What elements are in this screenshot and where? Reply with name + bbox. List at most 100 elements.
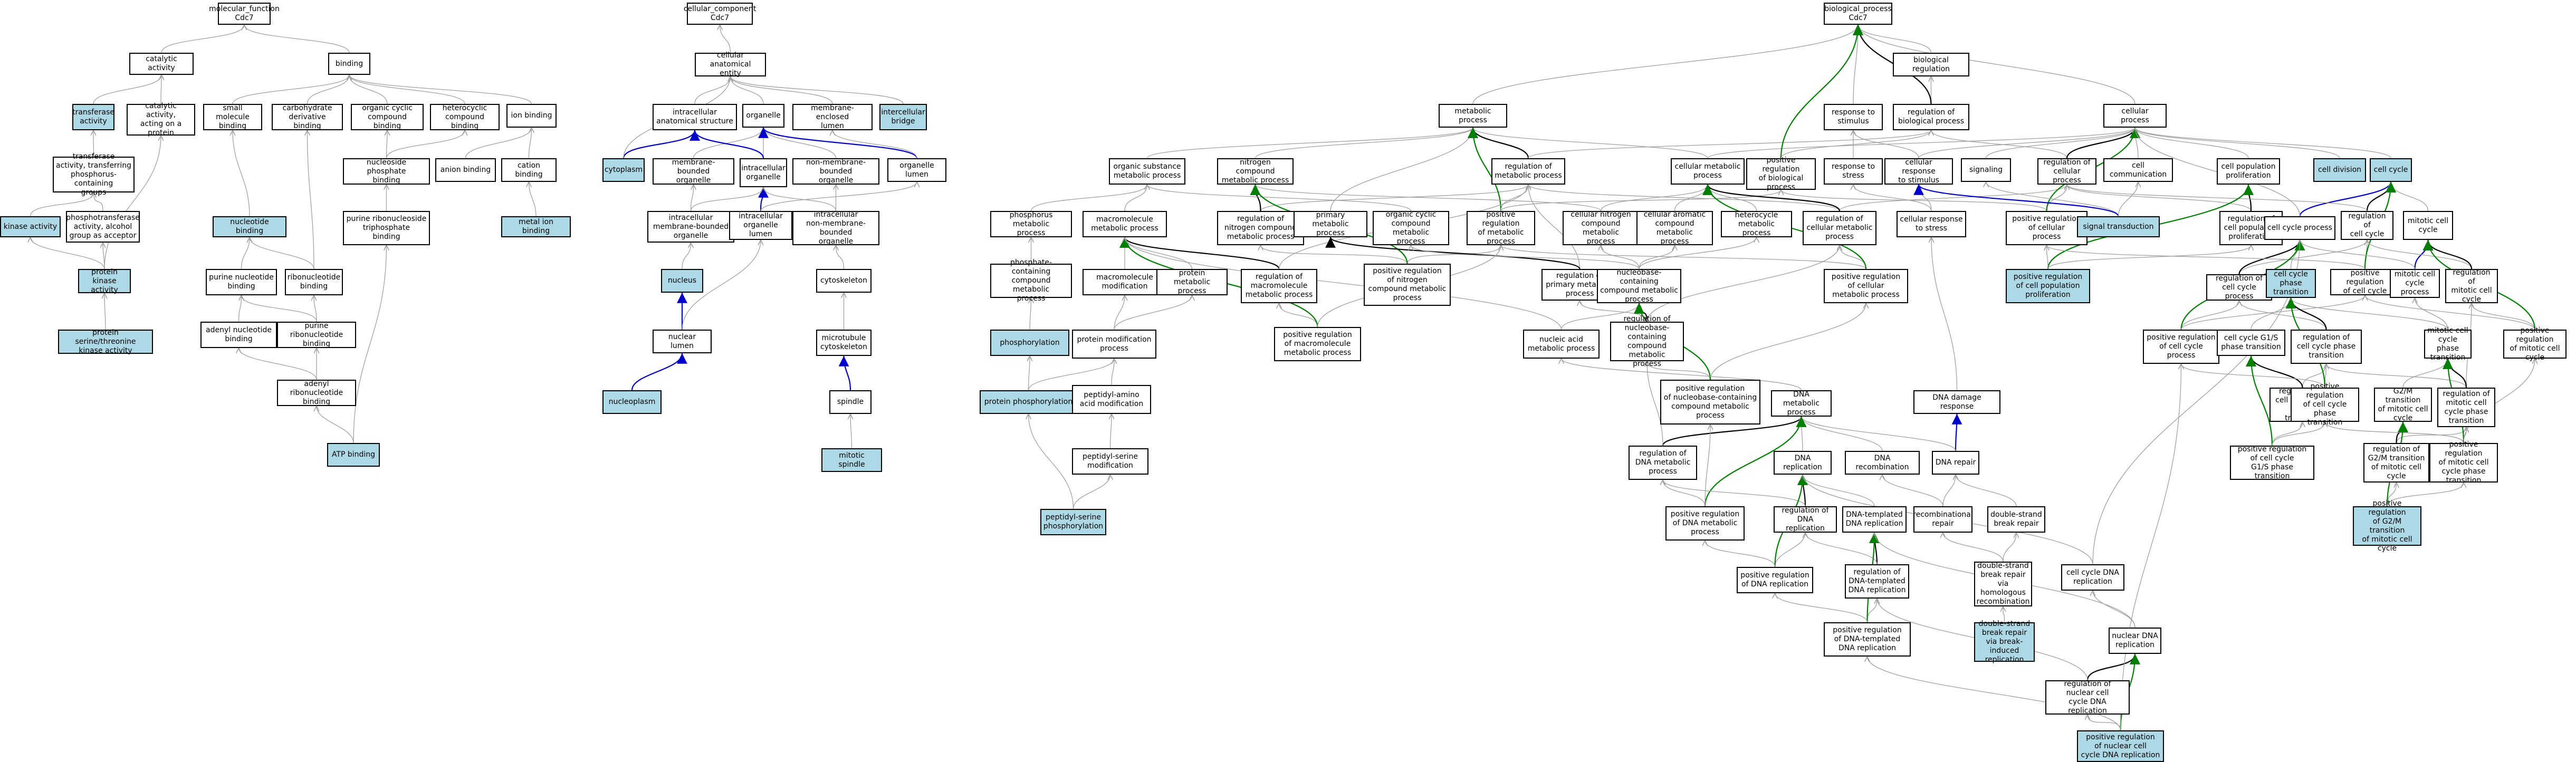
go-term-node-het: heterocyclic compound binding <box>430 104 500 130</box>
edge-crstim-to-rstim <box>1853 130 1919 159</box>
edge-prcpp-to-prcp <box>2047 245 2048 269</box>
edge-rcmp-to-cmp <box>1702 184 1841 211</box>
go-term-node-imbo: intracellular membrane-bounded organelle <box>647 211 734 243</box>
edge-prdnarep-to-prdnamp <box>1705 540 1776 567</box>
go-term-node-signaling: signaling <box>1961 158 2011 182</box>
edge-spindle-to-mtc <box>838 355 851 391</box>
go-term-node-prccpt: positive regulation of cell cycle phase … <box>2291 382 2359 427</box>
edge-signaling-to-cellproc <box>1985 127 2136 159</box>
go-term-node-bp: biological_process Cdc7 <box>1824 3 1892 25</box>
edge-iol-to-ol <box>760 181 917 211</box>
go-term-node-nspb: nucleoside phosphate binding <box>343 158 430 185</box>
go-term-node-cncmp: cellular nitrogen compound metabolic pro… <box>1563 210 1639 246</box>
edge-prbp-to-regbp <box>1780 130 1931 159</box>
edge-nucleoplasm-to-nuclum <box>631 353 687 391</box>
edge-prg2m-to-prmccpt <box>2387 482 2464 507</box>
edge-cellproc-to-bp <box>1858 25 2136 104</box>
go-term-node-dsbrbir: double-strand break repair via break-ind… <box>1974 620 2035 664</box>
go-term-node-metproc: metabolic process <box>1439 104 1507 128</box>
go-term-node-prcc: positive regulation of cell cycle <box>2330 269 2400 295</box>
go-term-node-prncmp: positive regulation of nitrogen compound… <box>1364 264 1451 306</box>
go-term-node-prmp: positive regulation of metabolic process <box>1467 210 1535 246</box>
go-term-node-ccproc: cell cycle process <box>2264 216 2335 240</box>
edge-prmp-to-regmp <box>1500 184 1528 211</box>
edge-rmcc-to-mcc <box>2422 239 2473 269</box>
go-term-node-regmp: regulation of metabolic process <box>1491 158 1565 185</box>
go-term-node-metal: metal ion binding <box>501 216 571 237</box>
go-term-node-prmcc: positive regulation of mitotic cell cycl… <box>2503 326 2567 362</box>
edge-mccpt-to-ccpt <box>2291 297 2448 330</box>
go-term-node-iol: intracellular organelle lumen <box>729 211 792 240</box>
edge-g2m-to-mccpt <box>2402 358 2448 388</box>
go-term-node-prdtdr: positive regulation of DNA-templated DNA… <box>1824 622 1911 657</box>
go-term-node-icb: intercellular bridge <box>879 104 927 130</box>
edge-nucleus-to-imbo <box>682 243 691 269</box>
edge-rmccpt-to-rccpt <box>2326 363 2467 388</box>
go-term-node-organelle: organelle <box>742 104 784 128</box>
go-term-node-cat: catalytic activity <box>129 53 194 75</box>
go-term-node-protmp: protein metabolic process <box>1156 269 1228 295</box>
edge-dnarepair-to-dnamp <box>1802 416 1956 451</box>
edge-ccycle-to-cellproc <box>2135 127 2391 159</box>
edge-rmacmp-to-macmp <box>1119 237 1280 269</box>
edge-ncmp-to-metproc <box>1255 127 1473 159</box>
edge-pka-to-kinase <box>31 237 105 269</box>
edge-cpop-to-cellproc <box>2135 127 2249 159</box>
edge-rnbcmp-to-rprimmp <box>1580 300 1648 322</box>
edge-ribob-to-nucb <box>250 237 314 269</box>
edge-protphos-to-pmp <box>1028 358 1115 391</box>
edge-crstress-to-rstress <box>1853 184 1932 211</box>
go-term-node-dnadr: DNA damage response <box>1913 390 2000 414</box>
edge-prdnamp-to-prnbcmp <box>1704 425 1710 507</box>
go-term-node-cyto: cytoplasm <box>602 158 645 182</box>
go-term-node-osmp: organic substance metabolic process <box>1109 158 1185 185</box>
edge-rdtdr-to-rdnarep <box>1805 532 1878 565</box>
edge-mbo-to-organelle <box>693 127 764 159</box>
edge-rcpp-to-regcp <box>2067 184 2252 211</box>
edge-pmp-to-macmod <box>1114 295 1125 330</box>
edge-ionb-to-binding <box>349 74 532 104</box>
edge-rcpp-to-cpop <box>2243 184 2254 211</box>
edge-nspb-to-occ <box>387 130 388 159</box>
edge-prdnarep-to-rdnarep <box>1774 532 1806 567</box>
edge-cationb-to-ionb <box>528 128 532 159</box>
go-term-node-regbp: regulation of biological process <box>1893 104 1969 130</box>
go-term-node-purnb: purine nucleotide binding <box>206 269 277 295</box>
go-term-node-rg2m: regulation of G2/M transition of mitotic… <box>2363 443 2429 483</box>
edge-purnb-to-nucb <box>241 237 250 269</box>
go-term-node-adenb: adenyl nucleotide binding <box>200 322 277 348</box>
go-term-node-nucleus: nucleus <box>661 269 703 293</box>
edge-rprimmp-to-regmp <box>1528 185 1581 269</box>
edge-rmcc-to-regcc <box>2367 239 2472 269</box>
edge-prcmp-to-prmp <box>1501 245 1866 269</box>
go-term-node-trans: transferase activity <box>72 104 114 130</box>
edge-phosmp-to-osmp <box>1030 184 1147 211</box>
go-term-node-prmccpt: positive regulation of mitotic cell cycl… <box>2429 440 2498 485</box>
go-term-node-adribb: adenyl ribonucleotide binding <box>277 380 356 406</box>
edge-cat-to-mf <box>161 24 244 53</box>
go-term-node-ias: intracellular anatomical structure <box>653 104 737 130</box>
go-term-node-rmcc: regulation of mitotic cell cycle <box>2445 268 2498 304</box>
edge-dnarepair-to-dnadr <box>1951 413 1962 451</box>
go-term-node-ndnarep: nuclear DNA replication <box>2109 628 2161 654</box>
go-term-node-prncdr: positive regulation of nuclear cell cycl… <box>2077 730 2164 762</box>
edge-metal-to-cationb <box>529 182 537 217</box>
go-term-node-cae: cellular anatomical entity <box>695 51 766 78</box>
go-term-node-phosph: phosphorylation <box>990 330 1069 356</box>
edge-dsbrhr-to-dsbr <box>2003 533 2016 562</box>
go-term-node-bioreg: biological regulation <box>1893 53 1969 76</box>
edge-prncdr-to-prdtdr <box>1868 657 2121 731</box>
go-term-node-ionb: ion binding <box>506 104 557 128</box>
go-term-node-mccp: mitotic cell cycle process <box>2390 269 2440 298</box>
edge-cae-to-cc <box>720 25 731 53</box>
go-term-node-dnarec: DNA recombination <box>1845 451 1920 475</box>
edge-dsbr-to-dnarepair <box>1956 474 2017 507</box>
go-term-node-cellproc: cellular process <box>2103 104 2167 128</box>
edge-occmp-to-osmp <box>1147 184 1412 211</box>
edge-protphos-to-phosph <box>1029 356 1030 391</box>
edge-regmp-to-regbp <box>1528 130 1931 159</box>
edge-ol-to-meml <box>832 130 917 159</box>
go-term-node-prdnamp: positive regulation of DNA metabolic pro… <box>1665 506 1745 541</box>
go-term-node-prdnarep: positive regulation of DNA replication <box>1737 567 1813 593</box>
go-term-node-dnamp: DNA metabolic process <box>1771 390 1832 417</box>
